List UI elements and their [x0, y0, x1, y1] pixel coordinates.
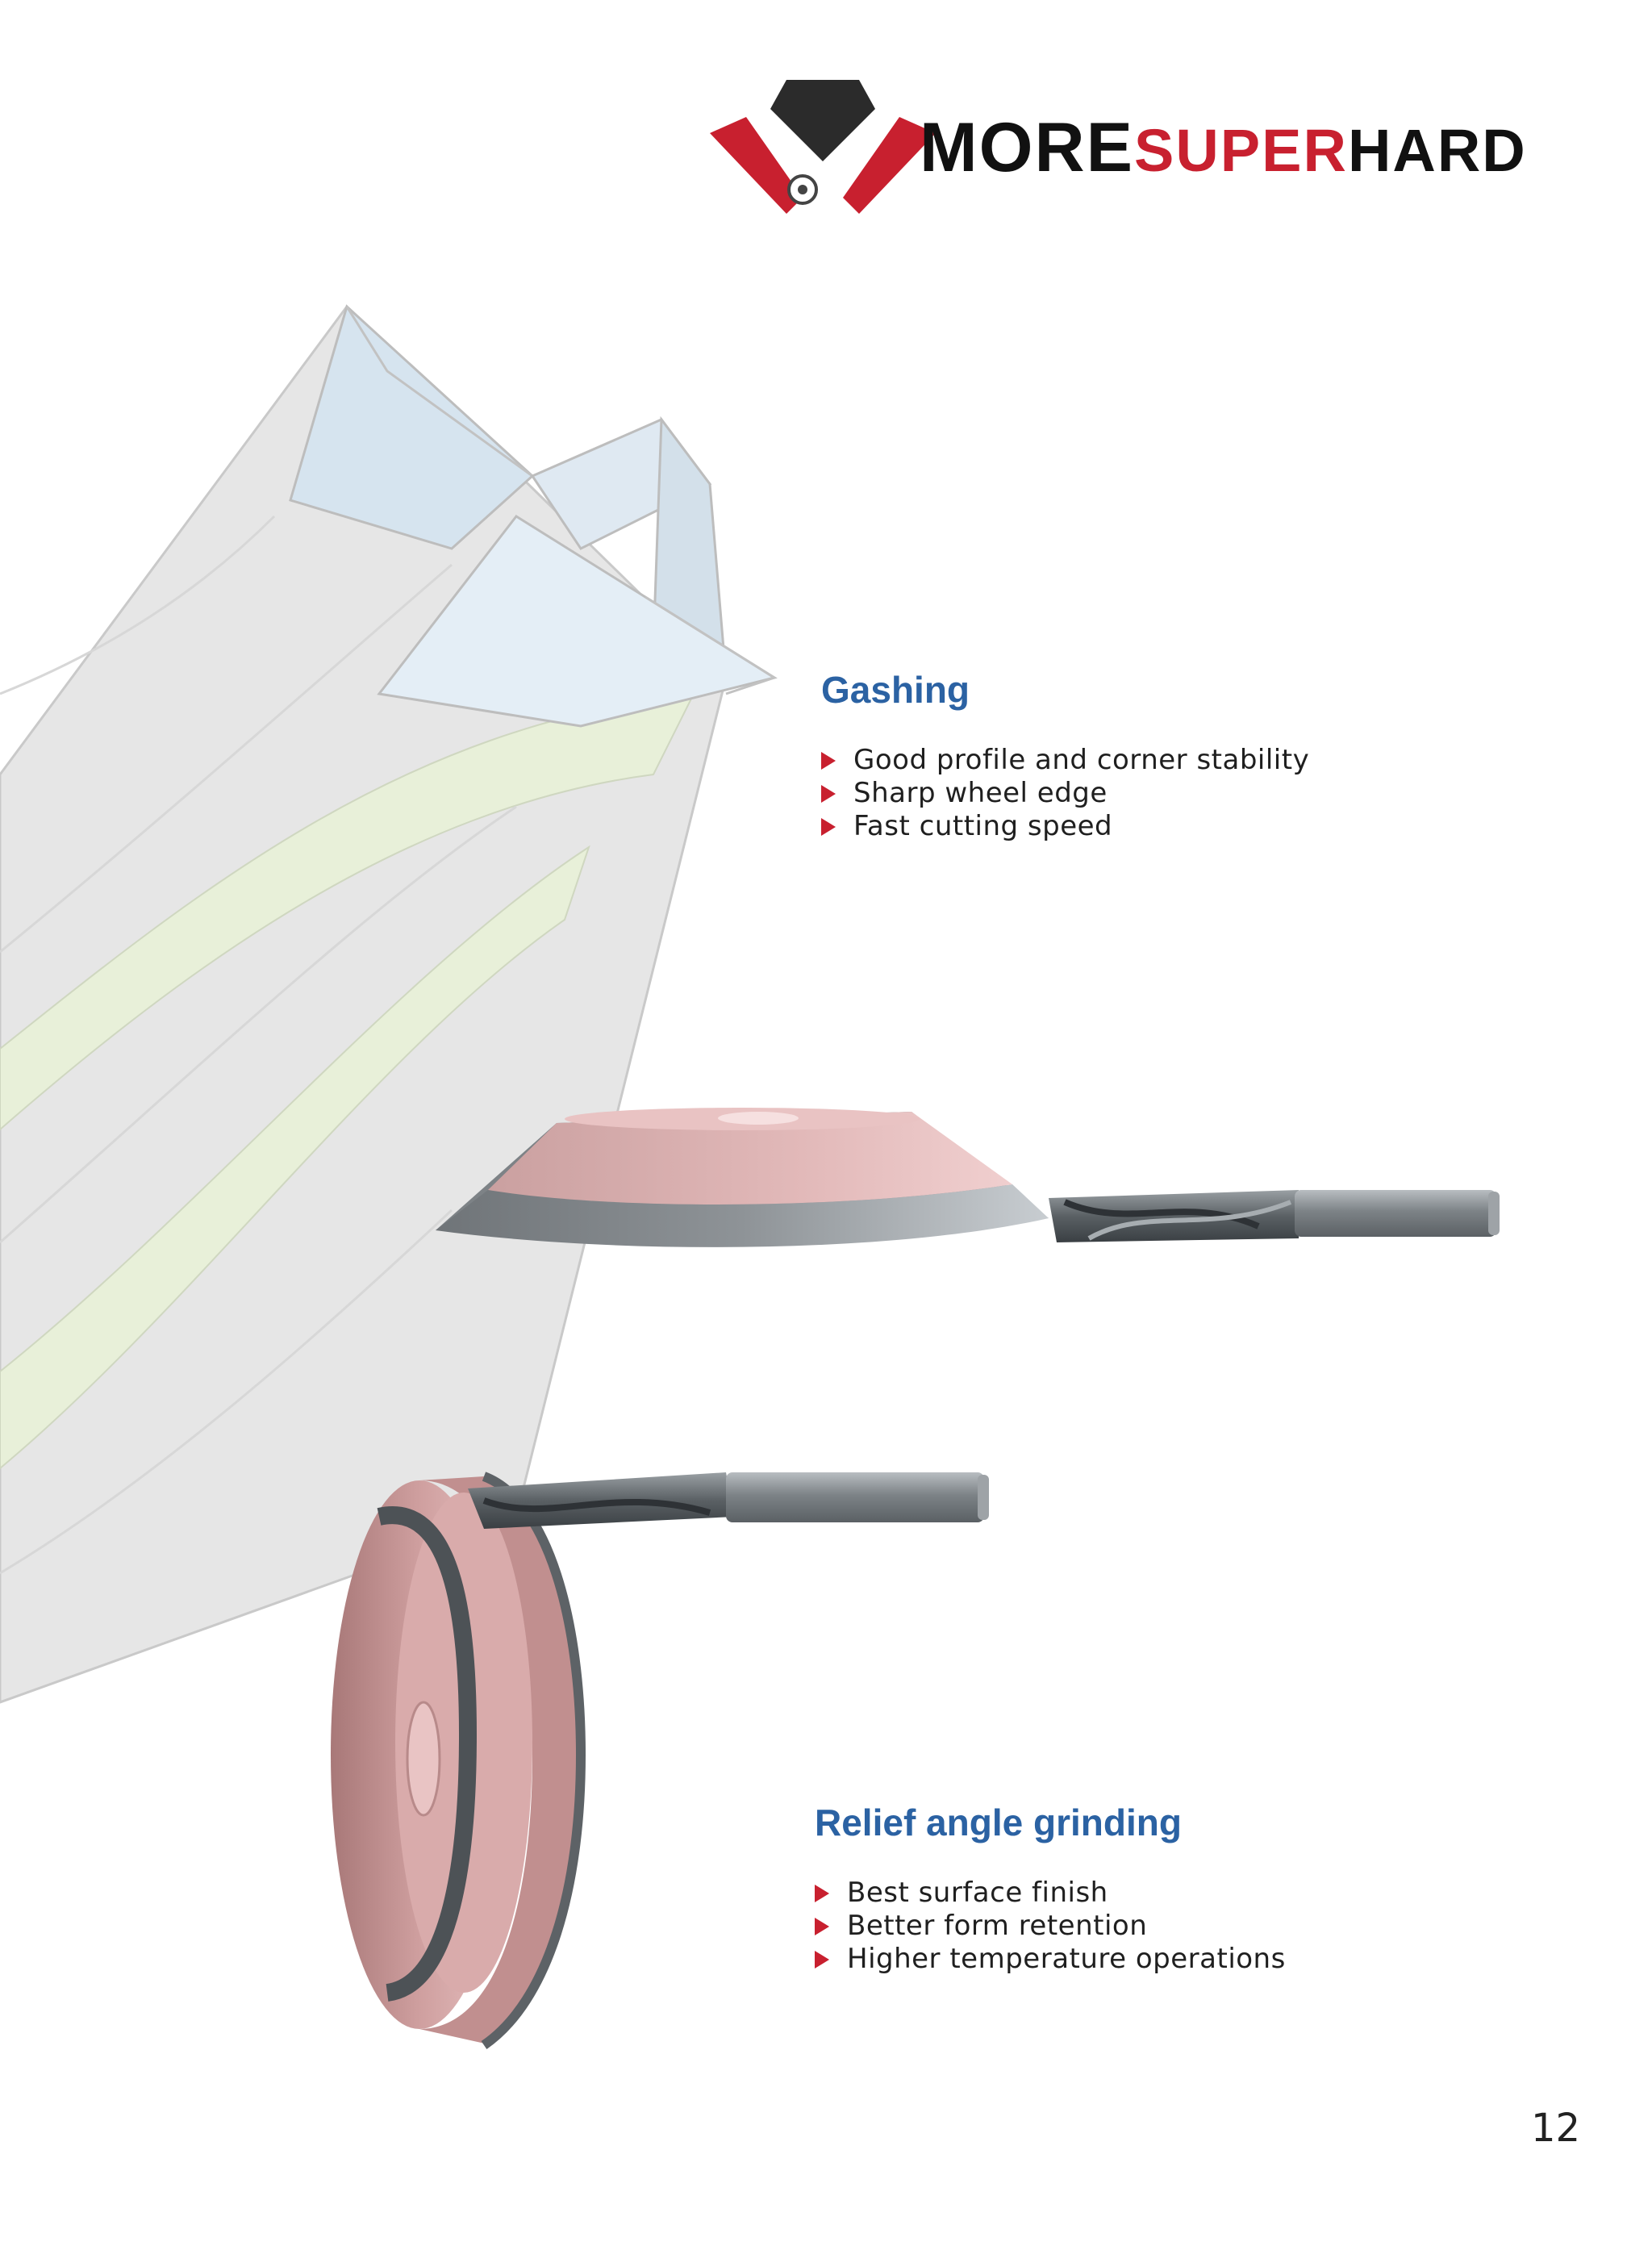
end-mill-illustration: [0, 304, 778, 1704]
section-title-gashing: Gashing: [821, 669, 970, 711]
relief-bullet-list: Best surface finish Better form retentio…: [815, 1877, 1286, 1976]
flaring-cup-wheel-with-drill: [436, 1108, 1500, 1247]
bullet-triangle-icon: [821, 784, 836, 803]
list-item: Higher temperature operations: [815, 1943, 1286, 1976]
list-item: Best surface finish: [815, 1877, 1286, 1910]
gashing-bullet-list: Good profile and corner stability Sharp …: [821, 744, 1309, 843]
brand-name-part3: HARD: [1347, 117, 1527, 184]
relief-angle-section: Relief angle grinding Best surface finis…: [815, 1801, 1286, 1976]
diamond-icon: [770, 80, 875, 161]
list-item: Fast cutting speed: [821, 810, 1309, 843]
brand-name-part1: MORE: [920, 109, 1134, 186]
bullet-triangle-icon: [821, 817, 836, 836]
brand-logo-mark: [710, 80, 936, 214]
section-title-relief-angle: Relief angle grinding: [815, 1802, 1182, 1843]
bullet-triangle-icon: [821, 751, 836, 770]
page-number: 12: [1531, 2106, 1581, 2151]
list-item: Better form retention: [815, 1910, 1286, 1943]
cup-wheel-with-drill: [331, 1472, 989, 2049]
list-item: Sharp wheel edge: [821, 777, 1309, 810]
brand-wordmark: MORESUPERHARD: [920, 113, 1527, 182]
list-item: Good profile and corner stability: [821, 744, 1309, 777]
bullet-triangle-icon: [815, 1917, 829, 1935]
gashing-section: Gashing Good profile and corner stabilit…: [821, 668, 1309, 843]
brand-name-part2: SUPER: [1134, 117, 1348, 184]
bullet-triangle-icon: [815, 1884, 829, 1902]
bullet-triangle-icon: [815, 1950, 829, 1969]
